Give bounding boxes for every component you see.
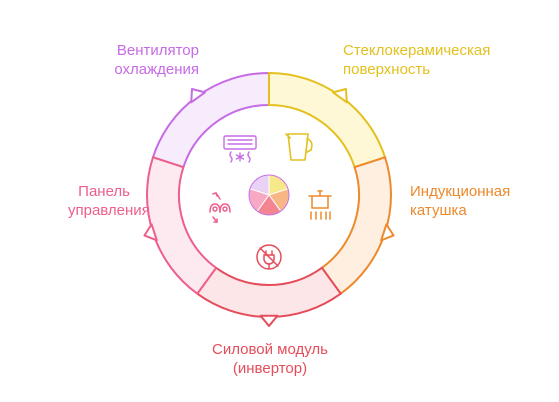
hand-controls-icon — [209, 192, 231, 223]
label-line: Панель — [78, 183, 130, 200]
ring-arrow-coil — [380, 223, 395, 242]
ring-segment-power — [195, 266, 343, 318]
label-line: (инвертор) — [232, 360, 308, 377]
ring-segment-fan — [151, 71, 270, 169]
center-pie-chart — [248, 174, 290, 216]
ring-segment-glass — [268, 71, 387, 169]
label-power-module: Силовой модуль (инвертор) — [200, 340, 340, 378]
label-line: Индукционная — [410, 183, 511, 200]
ring-segment-coil — [320, 156, 392, 296]
label-line: Силовой модуль — [212, 341, 328, 358]
no-power-plug-icon — [256, 244, 282, 270]
label-glass-ceramic-surface: Стеклокерамическая поверхность — [343, 41, 490, 79]
label-line: поверхность — [343, 61, 431, 78]
ring-arrow-panel — [143, 223, 158, 242]
label-line: катушка — [410, 202, 467, 219]
glass-jug-icon — [285, 133, 313, 161]
ring-arrow-power — [259, 314, 279, 327]
label-line: охлаждения — [114, 61, 199, 78]
ring-arrow-fan — [190, 88, 206, 104]
ring-segment-panel — [146, 156, 218, 296]
label-induction-coil: Индукционная катушка — [410, 182, 510, 220]
pie-outline — [248, 174, 290, 216]
label-control-panel: Панель управления — [68, 182, 150, 220]
ring-arrow-glass — [332, 88, 348, 104]
air-conditioner-icon — [223, 135, 257, 163]
cooking-pot-heat-icon — [308, 190, 332, 220]
label-line: Стеклокерамическая — [343, 42, 491, 59]
label-cooling-fan: Вентилятор охлаждения — [103, 41, 199, 79]
label-line: Вентилятор — [116, 42, 199, 59]
label-line: управления — [68, 202, 150, 219]
